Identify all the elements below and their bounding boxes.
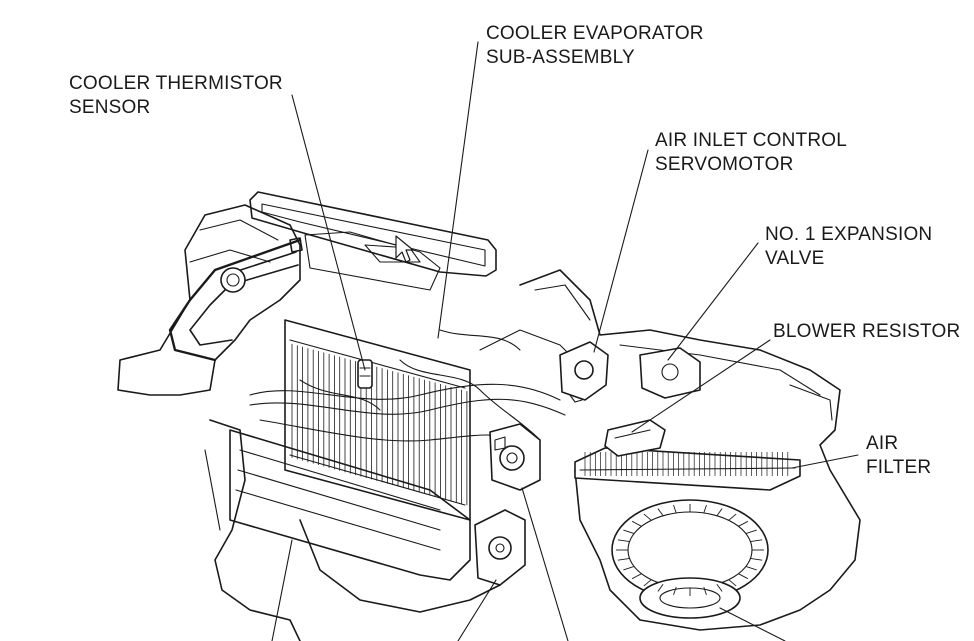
label-cooler-evaporator-sub-assembly: COOLER EVAPORATOR SUB-ASSEMBLY bbox=[486, 22, 704, 70]
leader-bottom-3 bbox=[521, 487, 569, 641]
blower-fan bbox=[611, 499, 769, 619]
leader-air-inlet-servo bbox=[593, 149, 649, 353]
label-no1-expansion-valve: NO. 1 EXPANSION VALVE bbox=[765, 223, 932, 271]
label-line: FILTER bbox=[866, 457, 932, 478]
fan-blade bbox=[750, 558, 763, 561]
expansion-valve bbox=[639, 347, 701, 399]
fan-blade bbox=[745, 529, 757, 534]
refrigerant-pipes bbox=[168, 237, 303, 362]
label-line: SUB-ASSEMBLY bbox=[486, 47, 635, 68]
fan-blade bbox=[716, 508, 723, 517]
left-housing bbox=[117, 204, 301, 641]
air-filter bbox=[574, 447, 801, 491]
label-line: AIR bbox=[866, 433, 899, 454]
fan-blade bbox=[716, 583, 723, 592]
leader-cooler-thermistor bbox=[291, 94, 366, 371]
fan-blade bbox=[631, 573, 642, 580]
fan-blade bbox=[673, 505, 677, 514]
label-line: SERVOMOTOR bbox=[655, 154, 794, 175]
leader-bottom-4 bbox=[719, 607, 786, 641]
label-line: VALVE bbox=[765, 248, 825, 269]
air-inlet-servomotor bbox=[559, 341, 609, 403]
fan-blade bbox=[738, 573, 749, 580]
fan-blade bbox=[643, 579, 652, 587]
thermistor-connector bbox=[357, 359, 373, 389]
fan-blade bbox=[728, 513, 737, 521]
label-line: COOLER THERMISTOR bbox=[69, 73, 283, 94]
label-line: COOLER EVAPORATOR bbox=[486, 23, 704, 44]
fan-blade bbox=[750, 539, 763, 542]
leader-bottom-2 bbox=[457, 579, 497, 641]
leader-cooler-evaporator bbox=[437, 41, 479, 339]
filter-pleats bbox=[584, 452, 789, 476]
blower-case bbox=[519, 269, 861, 631]
evaporator-core bbox=[284, 319, 471, 521]
blower-resistor-part bbox=[604, 419, 666, 457]
label-air-inlet-control-servomotor: AIR INLET CONTROL SERVOMOTOR bbox=[655, 129, 847, 177]
top-duct bbox=[249, 191, 497, 291]
fan-blade bbox=[623, 566, 635, 571]
fan-blade bbox=[657, 583, 664, 592]
fan-blade bbox=[617, 558, 630, 561]
fan-blade bbox=[623, 529, 635, 534]
fan-blade bbox=[703, 586, 707, 595]
leader-expansion-valve bbox=[667, 242, 759, 361]
leader-lines bbox=[271, 41, 859, 641]
fan-blade bbox=[728, 579, 737, 587]
label-line: BLOWER RESISTOR bbox=[773, 321, 961, 342]
label-line: AIR INLET CONTROL bbox=[655, 130, 848, 151]
lower-case bbox=[229, 429, 501, 613]
evaporator-fins bbox=[291, 343, 468, 506]
fan-blade bbox=[745, 566, 757, 571]
fan-blade bbox=[643, 513, 652, 521]
center-servomotor bbox=[489, 423, 541, 491]
leader-air-filter bbox=[791, 454, 859, 469]
leader-blower-resistor bbox=[631, 339, 771, 433]
lower-servomotor bbox=[474, 509, 526, 586]
wire-harness bbox=[249, 329, 581, 446]
mouse-cursor-icon bbox=[395, 235, 414, 263]
label-cooler-thermistor-sensor: COOLER THERMISTOR SENSOR bbox=[69, 72, 283, 120]
label-line: NO. 1 EXPANSION bbox=[765, 224, 933, 245]
leader-bottom-1 bbox=[271, 539, 293, 641]
label-air-filter: AIR FILTER bbox=[866, 432, 931, 480]
fan-blade bbox=[617, 539, 630, 542]
label-blower-resistor: BLOWER RESISTOR bbox=[773, 320, 960, 344]
fan-blade bbox=[673, 586, 677, 595]
fan-blade bbox=[703, 505, 707, 514]
fan-blade bbox=[631, 520, 642, 527]
fan-blade bbox=[738, 520, 749, 527]
label-line: SENSOR bbox=[69, 97, 151, 118]
fan-blades bbox=[616, 504, 764, 596]
fan-blade bbox=[657, 508, 664, 517]
